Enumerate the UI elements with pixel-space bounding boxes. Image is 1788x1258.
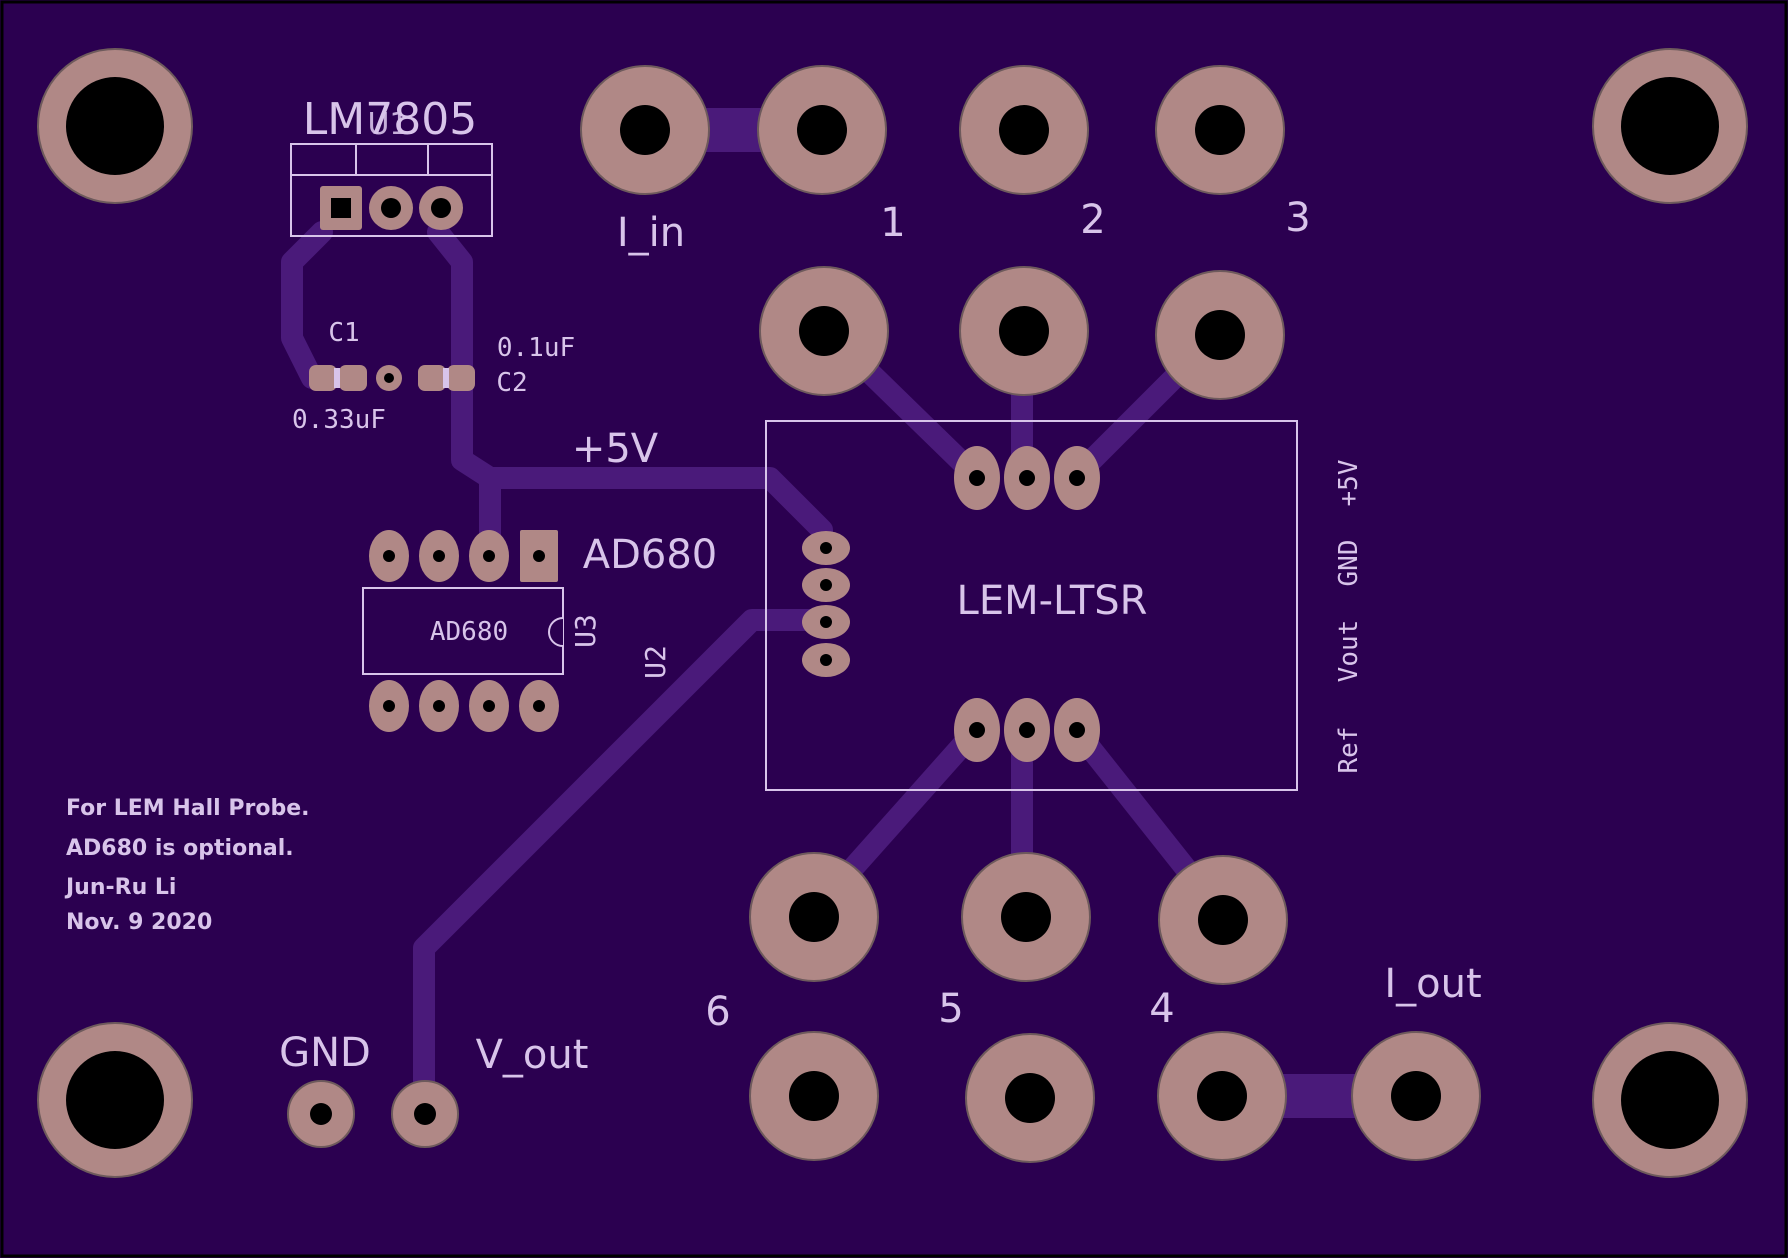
- pad-5-bottom: [965, 1033, 1095, 1163]
- number-3: 3: [1285, 195, 1310, 241]
- note-line: AD680 is optional.: [66, 836, 294, 861]
- ad680-footprint: [362, 530, 564, 732]
- mounting-hole-br: [1592, 1022, 1748, 1178]
- c2-pad-b: [447, 365, 475, 391]
- number-1: 1: [880, 200, 905, 246]
- ad680-pins-bottom: [369, 680, 559, 732]
- gnd-label: GND: [279, 1030, 371, 1076]
- pad-gnd: [287, 1080, 355, 1148]
- pad-i-in: [580, 65, 710, 195]
- u2-label: U2: [639, 645, 672, 679]
- pad-4: [1158, 855, 1288, 985]
- notes-block: For LEM Hall Probe. AD680 is optional. J…: [64, 796, 309, 935]
- mounting-hole-tr: [1592, 48, 1748, 204]
- pad-3: [1155, 270, 1285, 400]
- note-line: Nov. 9 2020: [66, 910, 212, 935]
- pad-i-out: [1351, 1031, 1481, 1161]
- lem-ltsr-pins-bottom: [954, 698, 1100, 762]
- header-pads: [287, 1080, 459, 1148]
- lem-ltsr-label: LEM-LTSR: [957, 578, 1148, 624]
- lem-ltsr-pins-top: [954, 446, 1100, 510]
- pin-vout-label: Vout: [1334, 620, 1364, 683]
- mounting-hole-bl: [37, 1022, 193, 1178]
- c2-value: 0.1uF: [497, 333, 575, 363]
- v-out-label: V_out: [476, 1032, 589, 1078]
- capacitors: [309, 365, 475, 391]
- pad-5: [961, 852, 1091, 982]
- c2-label: C2: [496, 368, 527, 398]
- note-line: Jun-Ru Li: [64, 875, 176, 900]
- pad-6: [749, 852, 879, 982]
- pin-5v-label: +5V: [1334, 460, 1364, 507]
- note-line: For LEM Hall Probe.: [66, 796, 309, 821]
- number-2: 2: [1080, 197, 1105, 243]
- ad680-pins-top: [369, 530, 558, 582]
- pad-4-bottom: [1157, 1031, 1287, 1161]
- i-in-label: I_in: [617, 210, 685, 256]
- trace-u1-c1: [281, 221, 333, 389]
- pad-3-top: [1155, 65, 1285, 195]
- u1-label: U1: [367, 107, 408, 142]
- lem-ltsr-outline: [765, 420, 1298, 791]
- lm7805-footprint: [290, 143, 493, 237]
- number-6: 6: [705, 989, 730, 1035]
- c1-label: C1: [328, 318, 359, 348]
- pin-gnd-label: GND: [1334, 540, 1364, 587]
- c1-value: 0.33uF: [292, 405, 386, 435]
- ad680-body-label: AD680: [430, 617, 508, 647]
- pin-ref-label: Ref: [1334, 727, 1364, 774]
- c1-pad-b: [339, 365, 367, 391]
- c1-pad-a: [309, 365, 337, 391]
- plus5v-label: +5V: [572, 426, 659, 472]
- i-out-label: I_out: [1384, 961, 1481, 1007]
- pad-1-top: [757, 65, 887, 195]
- ad680-label: AD680: [583, 532, 718, 578]
- silkscreen-text: U1 LM7805 C1 0.1uF C2 0.33uF +5V AD680 A…: [64, 94, 1482, 1078]
- lm7805-outline: [290, 143, 493, 237]
- pad-6-bottom: [749, 1031, 879, 1161]
- terminal-pads: [580, 65, 1481, 1163]
- pad-v-out: [391, 1080, 459, 1148]
- trace-vout: [413, 609, 837, 1121]
- number-5: 5: [938, 986, 963, 1032]
- lm7805-label: LM7805: [303, 94, 477, 145]
- number-4: 4: [1149, 986, 1174, 1032]
- pad-2-top: [959, 65, 1089, 195]
- lem-ltsr-pins-side: [802, 531, 850, 677]
- u3-label: U3: [569, 614, 602, 648]
- mounting-hole-tl: [37, 48, 193, 204]
- c2-pad-a: [418, 365, 446, 391]
- pad-2: [959, 266, 1089, 396]
- pad-1: [759, 266, 889, 396]
- mounting-holes: [37, 48, 1748, 1178]
- lem-ltsr-footprint: [765, 420, 1298, 791]
